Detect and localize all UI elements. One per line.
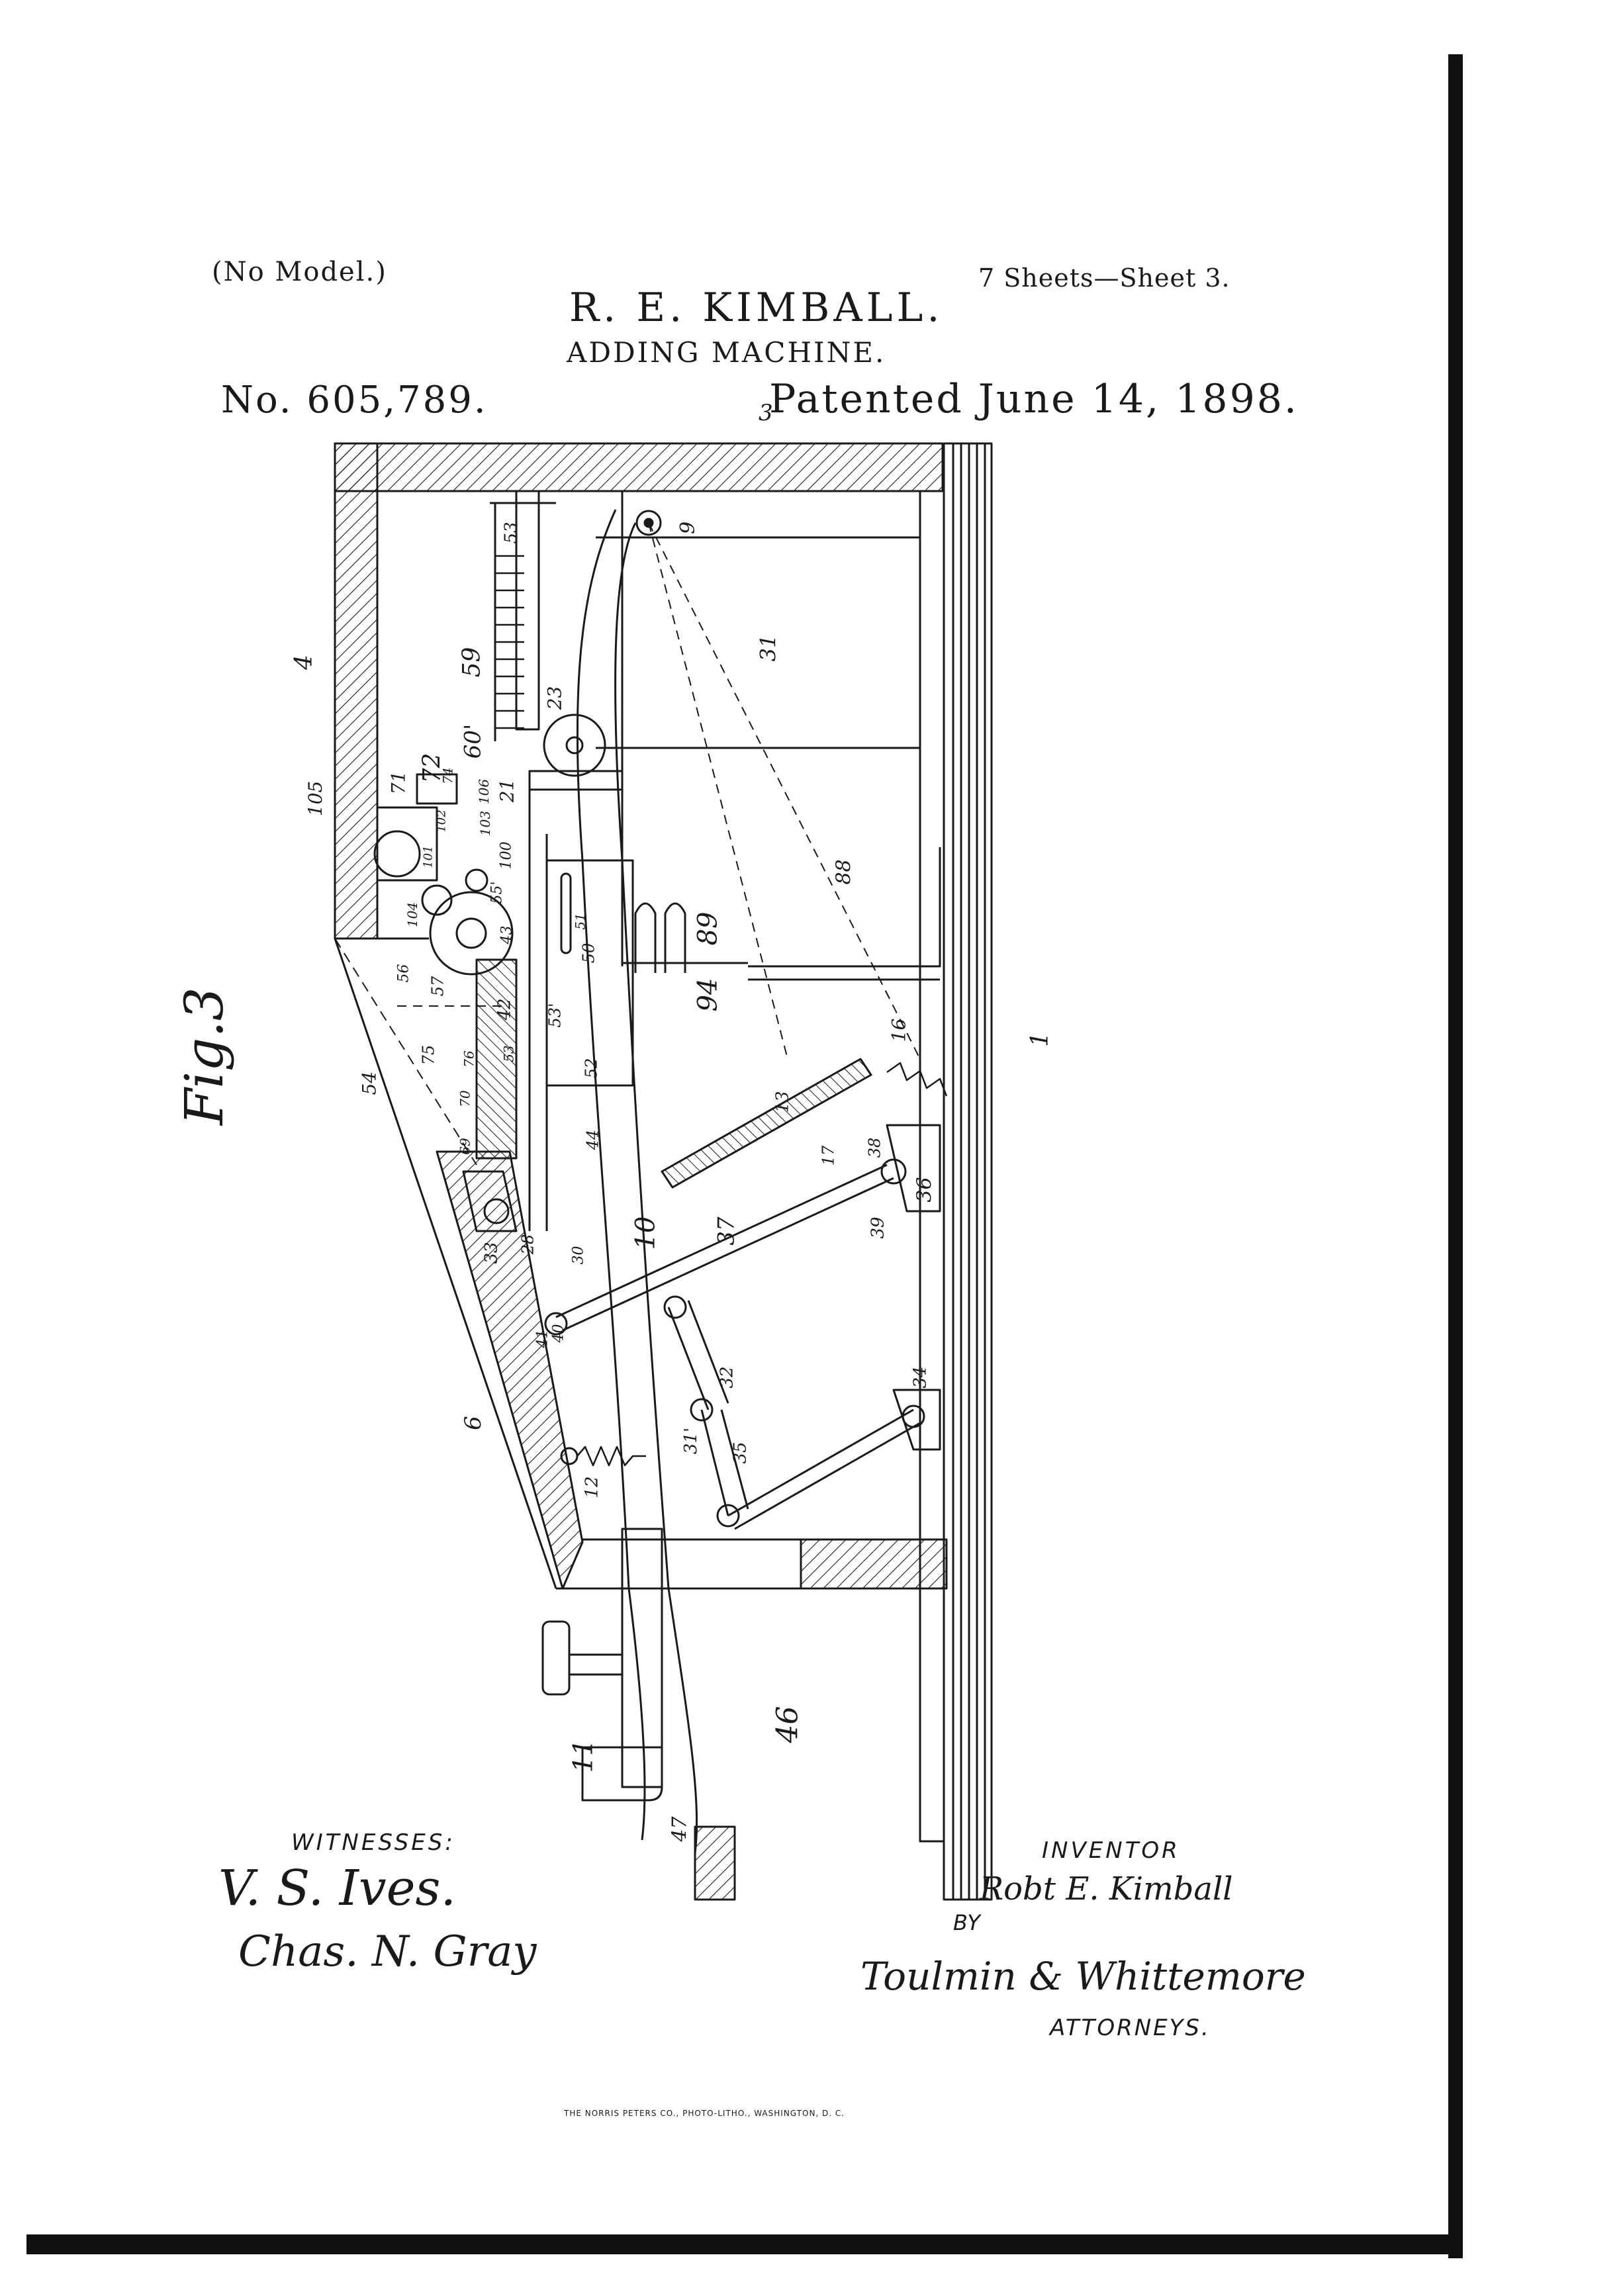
main-bar	[528, 770, 624, 791]
numeral-74: 74	[440, 767, 456, 784]
scan-edge-bottom	[26, 2234, 1463, 2254]
numeral-53: 53	[501, 522, 522, 544]
numeral-106: 106	[476, 778, 492, 805]
numeral-36: 36	[913, 1177, 937, 1203]
numeral-69: 69	[457, 1138, 473, 1155]
numeral-53p: 53'	[545, 1003, 565, 1028]
numeral-46: 46	[770, 1706, 805, 1743]
numeral-60p: 60'	[459, 723, 487, 759]
witness-2-signature: Chas. N. Gray	[238, 1927, 537, 1976]
numeral-31p: 31'	[681, 1427, 702, 1455]
numeral-12: 12	[582, 1476, 602, 1498]
numeral-71: 71	[387, 770, 410, 795]
sheet-count: 7 Sheets—Sheet 3.	[978, 263, 1230, 293]
numeral-38: 38	[865, 1137, 884, 1158]
numeral-44: 44	[583, 1129, 602, 1150]
attorneys-label: ATTORNEYS.	[1050, 2015, 1211, 2041]
numeral-4: 4	[290, 655, 318, 670]
numeral-41: 41	[534, 1329, 551, 1348]
rack-bar	[515, 490, 540, 731]
figure-label: Fig.3	[173, 987, 235, 1125]
witness-1-signature: V. S. Ives.	[218, 1860, 456, 1917]
numeral-34: 34	[910, 1366, 931, 1389]
numeral-16: 16	[888, 1018, 910, 1042]
numeral-50: 50	[579, 942, 598, 964]
numeral-59: 59	[458, 647, 486, 678]
numeral-9: 9	[676, 521, 700, 535]
key-button	[541, 1620, 571, 1696]
case-front-wall	[436, 1150, 584, 1590]
scan-edge-right	[1448, 54, 1463, 2258]
pedal-47	[694, 1825, 736, 1901]
numeral-3: 3	[759, 400, 773, 426]
numeral-17: 17	[819, 1145, 838, 1166]
numeral-54: 54	[358, 1071, 381, 1095]
numeral-37: 37	[713, 1217, 740, 1246]
by-label: BY	[953, 1910, 980, 1935]
numeral-30: 30	[570, 1246, 587, 1265]
numeral-33: 33	[481, 1242, 502, 1264]
numeral-32: 32	[717, 1366, 737, 1389]
right-inner-rail	[919, 490, 945, 1843]
model-note: (No Model.)	[212, 257, 387, 287]
inventor-name: R. E. KIMBALL.	[569, 285, 944, 331]
numeral-31: 31	[755, 634, 781, 662]
numeral-39: 39	[868, 1217, 888, 1239]
patent-number: No. 605,789.	[221, 379, 488, 422]
inventor-signature: Robt E. Kimball	[980, 1870, 1233, 1907]
numeral-104: 104	[404, 901, 421, 928]
numeral-40: 40	[550, 1324, 567, 1343]
numeral-57: 57	[428, 976, 447, 997]
numeral-103: 103	[477, 810, 494, 837]
numeral-43: 43	[498, 925, 516, 944]
numeral-102: 102	[434, 809, 449, 833]
numeral-56: 56	[395, 964, 412, 983]
curved-lever	[614, 522, 698, 1854]
numeral-28: 28	[518, 1234, 537, 1255]
numeral-105: 105	[304, 780, 327, 817]
numeral-47: 47	[668, 1816, 692, 1842]
numeral-35: 35	[730, 1442, 751, 1464]
numeral-42: 42	[494, 998, 515, 1021]
numeral-94: 94	[692, 978, 723, 1012]
patent-title: ADDING MACHINE.	[567, 336, 886, 369]
numeral-75: 75	[419, 1044, 438, 1066]
numeral-51: 51	[572, 913, 588, 930]
numeral-11: 11	[568, 1739, 599, 1773]
numeral-88: 88	[832, 859, 856, 885]
case-top-wall	[334, 442, 944, 492]
printer-credit: THE NORRIS PETERS CO., PHOTO-LITHO., WAS…	[564, 2109, 845, 2118]
inventor-label: INVENTOR	[1042, 1837, 1180, 1864]
numeral-100: 100	[498, 841, 515, 870]
numeral-10: 10	[630, 1216, 661, 1250]
numeral-55p: 55'	[488, 881, 506, 904]
numeral-6: 6	[459, 1416, 487, 1430]
numeral-76: 76	[461, 1050, 477, 1068]
numeral-23: 23	[543, 686, 566, 710]
numeral-89: 89	[692, 911, 723, 946]
gear-wheel	[429, 891, 514, 976]
numeral-1: 1	[1026, 1032, 1054, 1047]
numeral-13: 13	[772, 1091, 793, 1113]
key-stem	[621, 1528, 663, 1788]
case-bottom-block	[800, 1538, 948, 1590]
numeral-53-lower: 53	[500, 1045, 517, 1062]
witnesses-label: WITNESSES:	[291, 1829, 455, 1856]
numeral-21: 21	[496, 778, 518, 803]
numeral-70: 70	[457, 1090, 473, 1107]
numeral-101: 101	[421, 845, 436, 868]
attorneys-signature: Toulmin & Whittemore	[860, 1954, 1306, 1999]
numeral-52: 52	[582, 1058, 601, 1079]
patent-date: Patented June 14, 1898.	[769, 376, 1299, 422]
case-left-wall	[334, 442, 379, 940]
